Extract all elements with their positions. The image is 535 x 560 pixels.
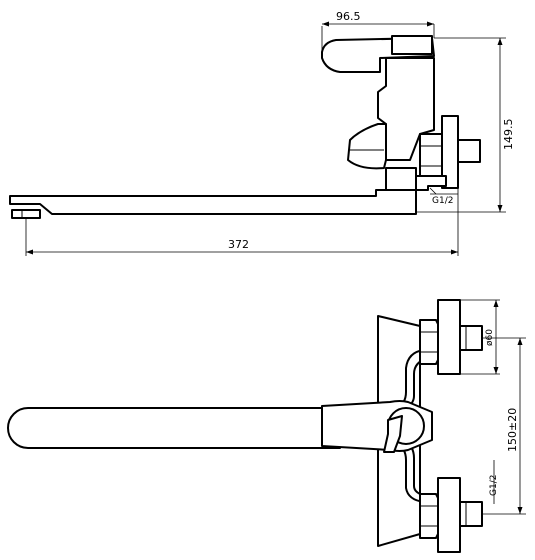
side-view: 96.5 149.5 G1/2 372 xyxy=(9,10,515,256)
dim-height: 149.5 xyxy=(502,119,515,151)
spout-aerator-side xyxy=(11,209,41,219)
spout-front xyxy=(7,407,341,449)
dim-centers: 150±20 xyxy=(506,408,519,452)
thread-label-front: G1/2 xyxy=(489,475,499,496)
cartridge xyxy=(347,123,387,170)
flange-lower xyxy=(437,477,461,553)
thread-label-side: G1/2 xyxy=(432,196,453,206)
dim-diameter: ø60 xyxy=(485,329,495,346)
dim-spout-length: 372 xyxy=(228,238,249,251)
inlet-pipe-side xyxy=(457,139,481,163)
handle-lever-front xyxy=(383,415,403,453)
handle-cap xyxy=(391,35,433,55)
front-view: ø60 150±20 G1/2 xyxy=(7,299,526,553)
inlet-upper xyxy=(459,325,483,351)
dim-top-width: 96.5 xyxy=(336,10,361,23)
inlet-lower xyxy=(459,501,483,527)
flange-upper xyxy=(437,299,461,375)
spout-side xyxy=(9,189,417,215)
